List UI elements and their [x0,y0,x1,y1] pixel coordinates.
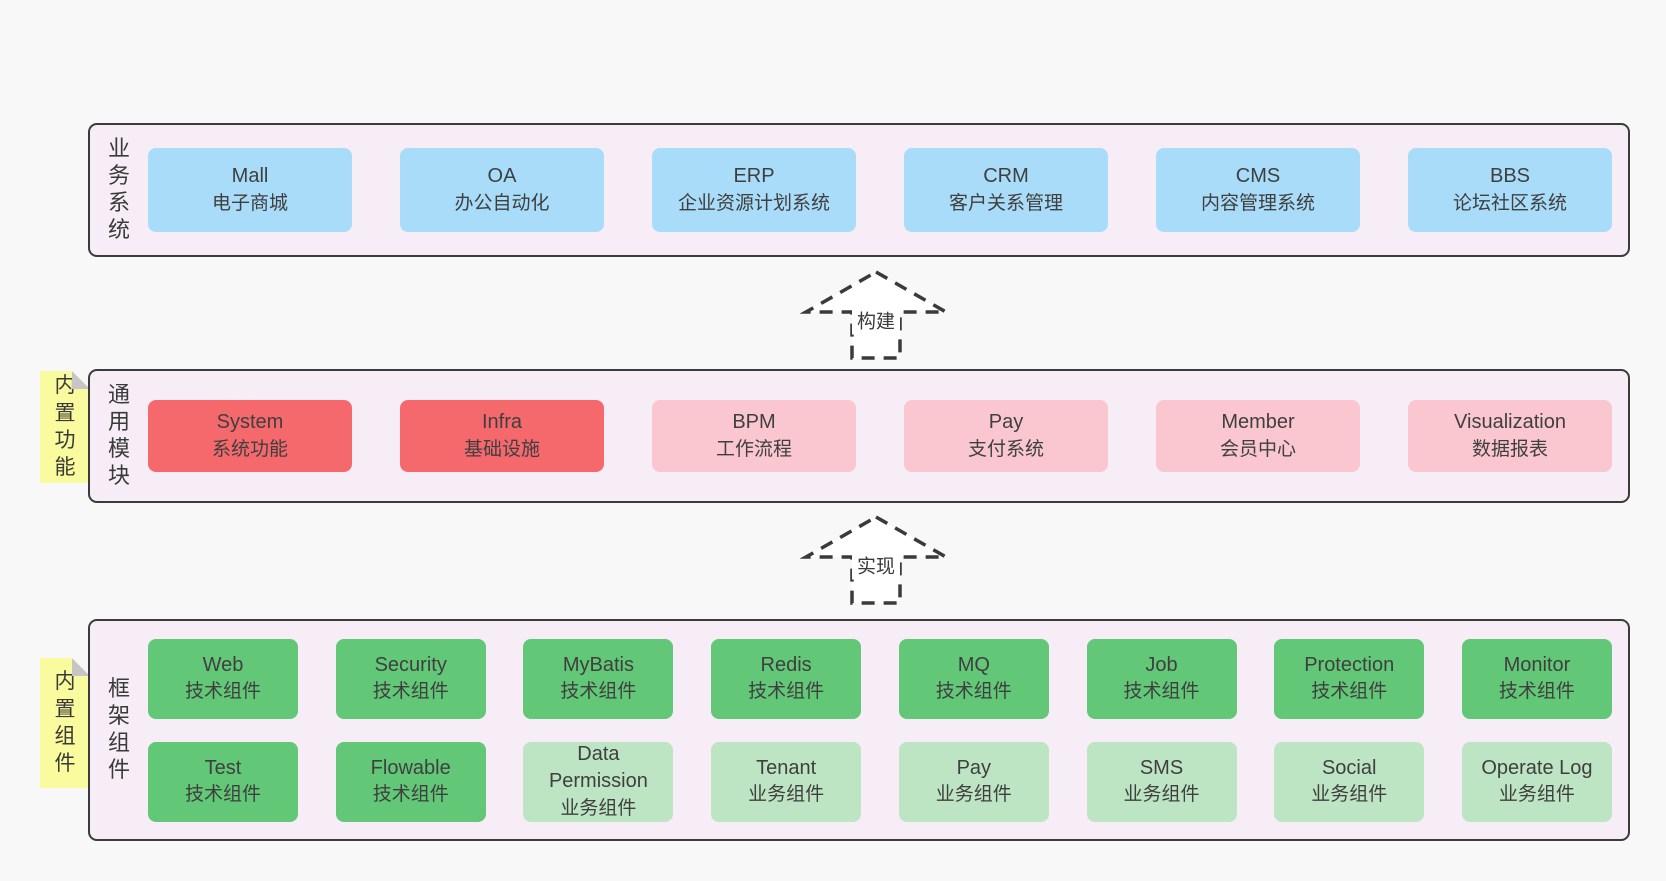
box-mq: MQ 技术组件 [898,638,1049,719]
common-modules-box-row: System 系统功能 Infra 基础设施 BPM 工作流程 Pay 支付系统… [148,371,1628,501]
panel-common-modules: 通用模块 System 系统功能 Infra 基础设施 BPM 工作流程 Pay… [88,369,1630,503]
framework-components-row-2: Test 技术组件 Flowable 技术组件 Data Permission … [148,741,1612,822]
box-pay-module: Pay 支付系统 [904,400,1108,472]
box-cms: CMS 内容管理系统 [1156,148,1360,232]
box-bbs: BBS 论坛社区系统 [1408,148,1612,232]
sticky-note-label: 内置组件 [54,670,76,776]
arrow-implement: 实现 [800,513,952,607]
box-test: Test 技术组件 [148,741,298,822]
panel-framework-components: 框架组件 Web 技术组件 Security 技术组件 MyBatis 技术组件… [88,619,1630,841]
box-erp: ERP 企业资源计划系统 [652,148,856,232]
panel-business-systems: 业务系统 Mall 电子商城 OA 办公自动化 ERP 企业资源计划系统 CRM… [88,123,1630,257]
box-operate-log: Operate Log 业务组件 [1461,741,1612,822]
box-pay-component: Pay 业务组件 [898,741,1049,822]
box-web: Web 技术组件 [148,638,298,719]
sticky-note-built-in-components: 内置组件 [40,658,90,788]
box-system: System 系统功能 [148,400,352,472]
arrow-build: 构建 [800,268,952,362]
sticky-note-label: 内置功能 [54,374,76,480]
box-security: Security 技术组件 [335,638,486,719]
panel-label-business-systems: 业务系统 [107,136,130,242]
box-mall: Mall 电子商城 [148,148,352,232]
panel-label-framework-components: 框架组件 [107,676,130,782]
box-redis: Redis 技术组件 [711,638,862,719]
box-visualization: Visualization 数据报表 [1408,400,1612,472]
box-oa: OA 办公自动化 [400,148,604,232]
box-tenant: Tenant 业务组件 [711,741,862,822]
sticky-note-built-in-features: 内置功能 [40,371,90,483]
box-job: Job 技术组件 [1086,638,1237,719]
box-bpm: BPM 工作流程 [652,400,856,472]
box-data-permission: Data Permission 业务组件 [523,741,674,822]
box-social: Social 业务组件 [1274,741,1425,822]
box-flowable: Flowable 技术组件 [335,741,486,822]
box-sms: SMS 业务组件 [1086,741,1237,822]
arrow-build-label: 构建 [851,305,901,335]
framework-components-grid: Web 技术组件 Security 技术组件 MyBatis 技术组件 Redi… [148,621,1628,839]
box-infra: Infra 基础设施 [400,400,604,472]
box-crm: CRM 客户关系管理 [904,148,1108,232]
box-mybatis: MyBatis 技术组件 [523,638,674,719]
box-monitor: Monitor 技术组件 [1461,638,1612,719]
box-member: Member 会员中心 [1156,400,1360,472]
arrow-implement-label: 实现 [851,550,901,580]
business-systems-box-row: Mall 电子商城 OA 办公自动化 ERP 企业资源计划系统 CRM 客户关系… [148,125,1628,255]
box-protection: Protection 技术组件 [1274,638,1425,719]
panel-label-common-modules: 通用模块 [107,382,130,488]
framework-components-row-1: Web 技术组件 Security 技术组件 MyBatis 技术组件 Redi… [148,638,1612,719]
